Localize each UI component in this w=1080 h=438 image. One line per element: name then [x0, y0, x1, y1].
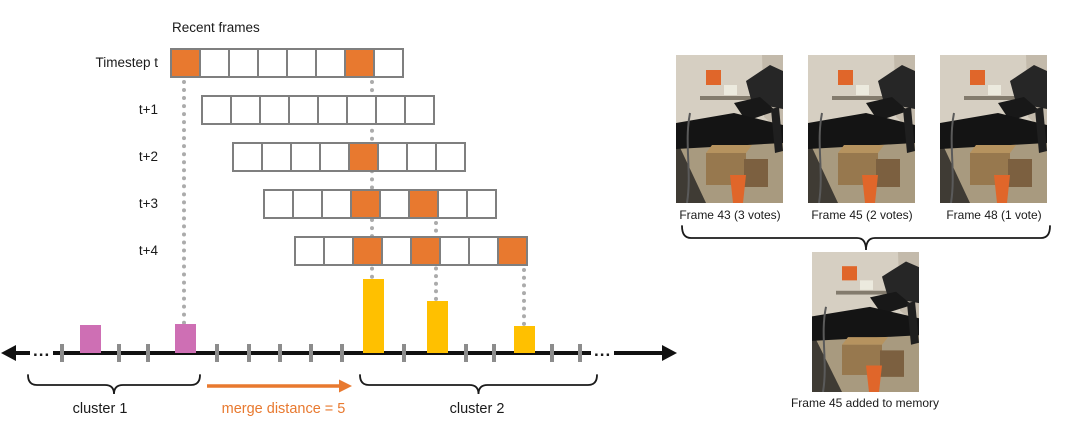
frame-cell — [377, 142, 408, 172]
vote-dotted-line — [370, 80, 374, 279]
voted-frame-cell — [350, 189, 381, 219]
voted-frame-cell — [170, 48, 201, 78]
frame-cell — [466, 189, 497, 219]
timestep-label: t+3 — [138, 196, 158, 211]
frame-cell — [201, 95, 232, 125]
frame-cell — [379, 189, 410, 219]
frame-cell — [263, 189, 294, 219]
cluster2-label: cluster 2 — [449, 401, 505, 417]
frame-cell — [288, 95, 319, 125]
frame-cell — [199, 48, 230, 78]
frame-cell — [292, 189, 323, 219]
frame-cell — [259, 95, 290, 125]
frame-cell — [435, 142, 466, 172]
yellow-cluster-bar — [427, 301, 448, 353]
voted-frame-cell — [497, 236, 528, 266]
timeline-arrow-right-icon — [662, 345, 677, 361]
vote-dotted-line — [522, 268, 526, 326]
pink-cluster-bar — [175, 324, 196, 353]
timeline-tick — [402, 344, 406, 362]
votes-brace — [681, 225, 1051, 251]
timestep-label: t+1 — [138, 102, 158, 117]
robot-scene-image — [812, 252, 919, 392]
timeline-tick — [464, 344, 468, 362]
yellow-cluster-bar — [363, 279, 384, 353]
robot-scene-image — [940, 55, 1047, 203]
frame-cell — [261, 142, 292, 172]
voted-frame-cell — [348, 142, 379, 172]
voted-frame-cell — [408, 189, 439, 219]
vote-dotted-line — [182, 80, 186, 325]
timeline-tick — [309, 344, 313, 362]
frame-cell — [375, 95, 406, 125]
frame-cell — [230, 95, 261, 125]
frame-cell — [381, 236, 412, 266]
pink-cluster-bar — [80, 325, 101, 353]
frame-cell — [228, 48, 259, 78]
frame-cell — [315, 48, 346, 78]
timeline-line — [14, 351, 664, 355]
frame-48-caption: Frame 48 (1 vote) — [946, 208, 1042, 222]
frame-43-caption: Frame 43 (3 votes) — [679, 208, 781, 222]
timeline-tick — [278, 344, 282, 362]
yellow-cluster-bar — [514, 326, 535, 353]
frame-cell — [290, 142, 321, 172]
timeline-ellipsis-left: ... — [30, 341, 54, 361]
cluster1-brace — [27, 374, 201, 395]
voted-frame-cell — [344, 48, 375, 78]
frame-strip — [232, 142, 466, 172]
frame-48-photo — [940, 55, 1047, 203]
timestep-label: Timestep t — [95, 55, 158, 70]
timestep-label: t+2 — [138, 149, 158, 164]
frame-cell — [286, 48, 317, 78]
timeline-tick — [578, 344, 582, 362]
frame-strip — [263, 189, 497, 219]
frame-cell — [439, 236, 470, 266]
timeline-tick — [117, 344, 121, 362]
recent-frames-label: Recent frames — [172, 20, 260, 35]
frame-cell — [373, 48, 404, 78]
frame-45-caption: Frame 45 (2 votes) — [811, 208, 913, 222]
timeline-ellipsis-right: ... — [591, 341, 615, 361]
timeline-tick — [492, 344, 496, 362]
timeline-tick — [340, 344, 344, 362]
frame-cell — [323, 236, 354, 266]
timeline-tick — [146, 344, 150, 362]
frame-strip — [294, 236, 528, 266]
frame-cell — [294, 236, 325, 266]
frame-strip — [201, 95, 435, 125]
frame-cell — [321, 189, 352, 219]
result-caption: Frame 45 added to memory — [790, 396, 940, 410]
frame-45-photo — [808, 55, 915, 203]
cluster1-label: cluster 1 — [72, 401, 128, 417]
frame-cell — [468, 236, 499, 266]
timestep-label: t+4 — [138, 243, 158, 258]
frame-cell — [404, 95, 435, 125]
frame-cell — [317, 95, 348, 125]
frame-strip — [170, 48, 404, 78]
timeline-tick — [550, 344, 554, 362]
frame-43-photo — [676, 55, 783, 203]
frame-cell — [257, 48, 288, 78]
frame-cell — [346, 95, 377, 125]
timeline-arrow-left-icon — [1, 345, 16, 361]
cluster2-brace — [359, 374, 598, 395]
frame-cell — [437, 189, 468, 219]
robot-scene-image — [808, 55, 915, 203]
voted-frame-cell — [352, 236, 383, 266]
frame-cell — [319, 142, 350, 172]
timeline-tick — [247, 344, 251, 362]
merge-arrowhead-icon — [339, 379, 352, 393]
result-frame-photo — [812, 252, 919, 392]
voted-frame-cell — [410, 236, 441, 266]
timeline-tick — [60, 344, 64, 362]
frame-cell — [232, 142, 263, 172]
timeline-tick — [215, 344, 219, 362]
frame-cell — [406, 142, 437, 172]
robot-scene-image — [676, 55, 783, 203]
merge-distance-label: merge distance = 5 — [221, 401, 346, 417]
